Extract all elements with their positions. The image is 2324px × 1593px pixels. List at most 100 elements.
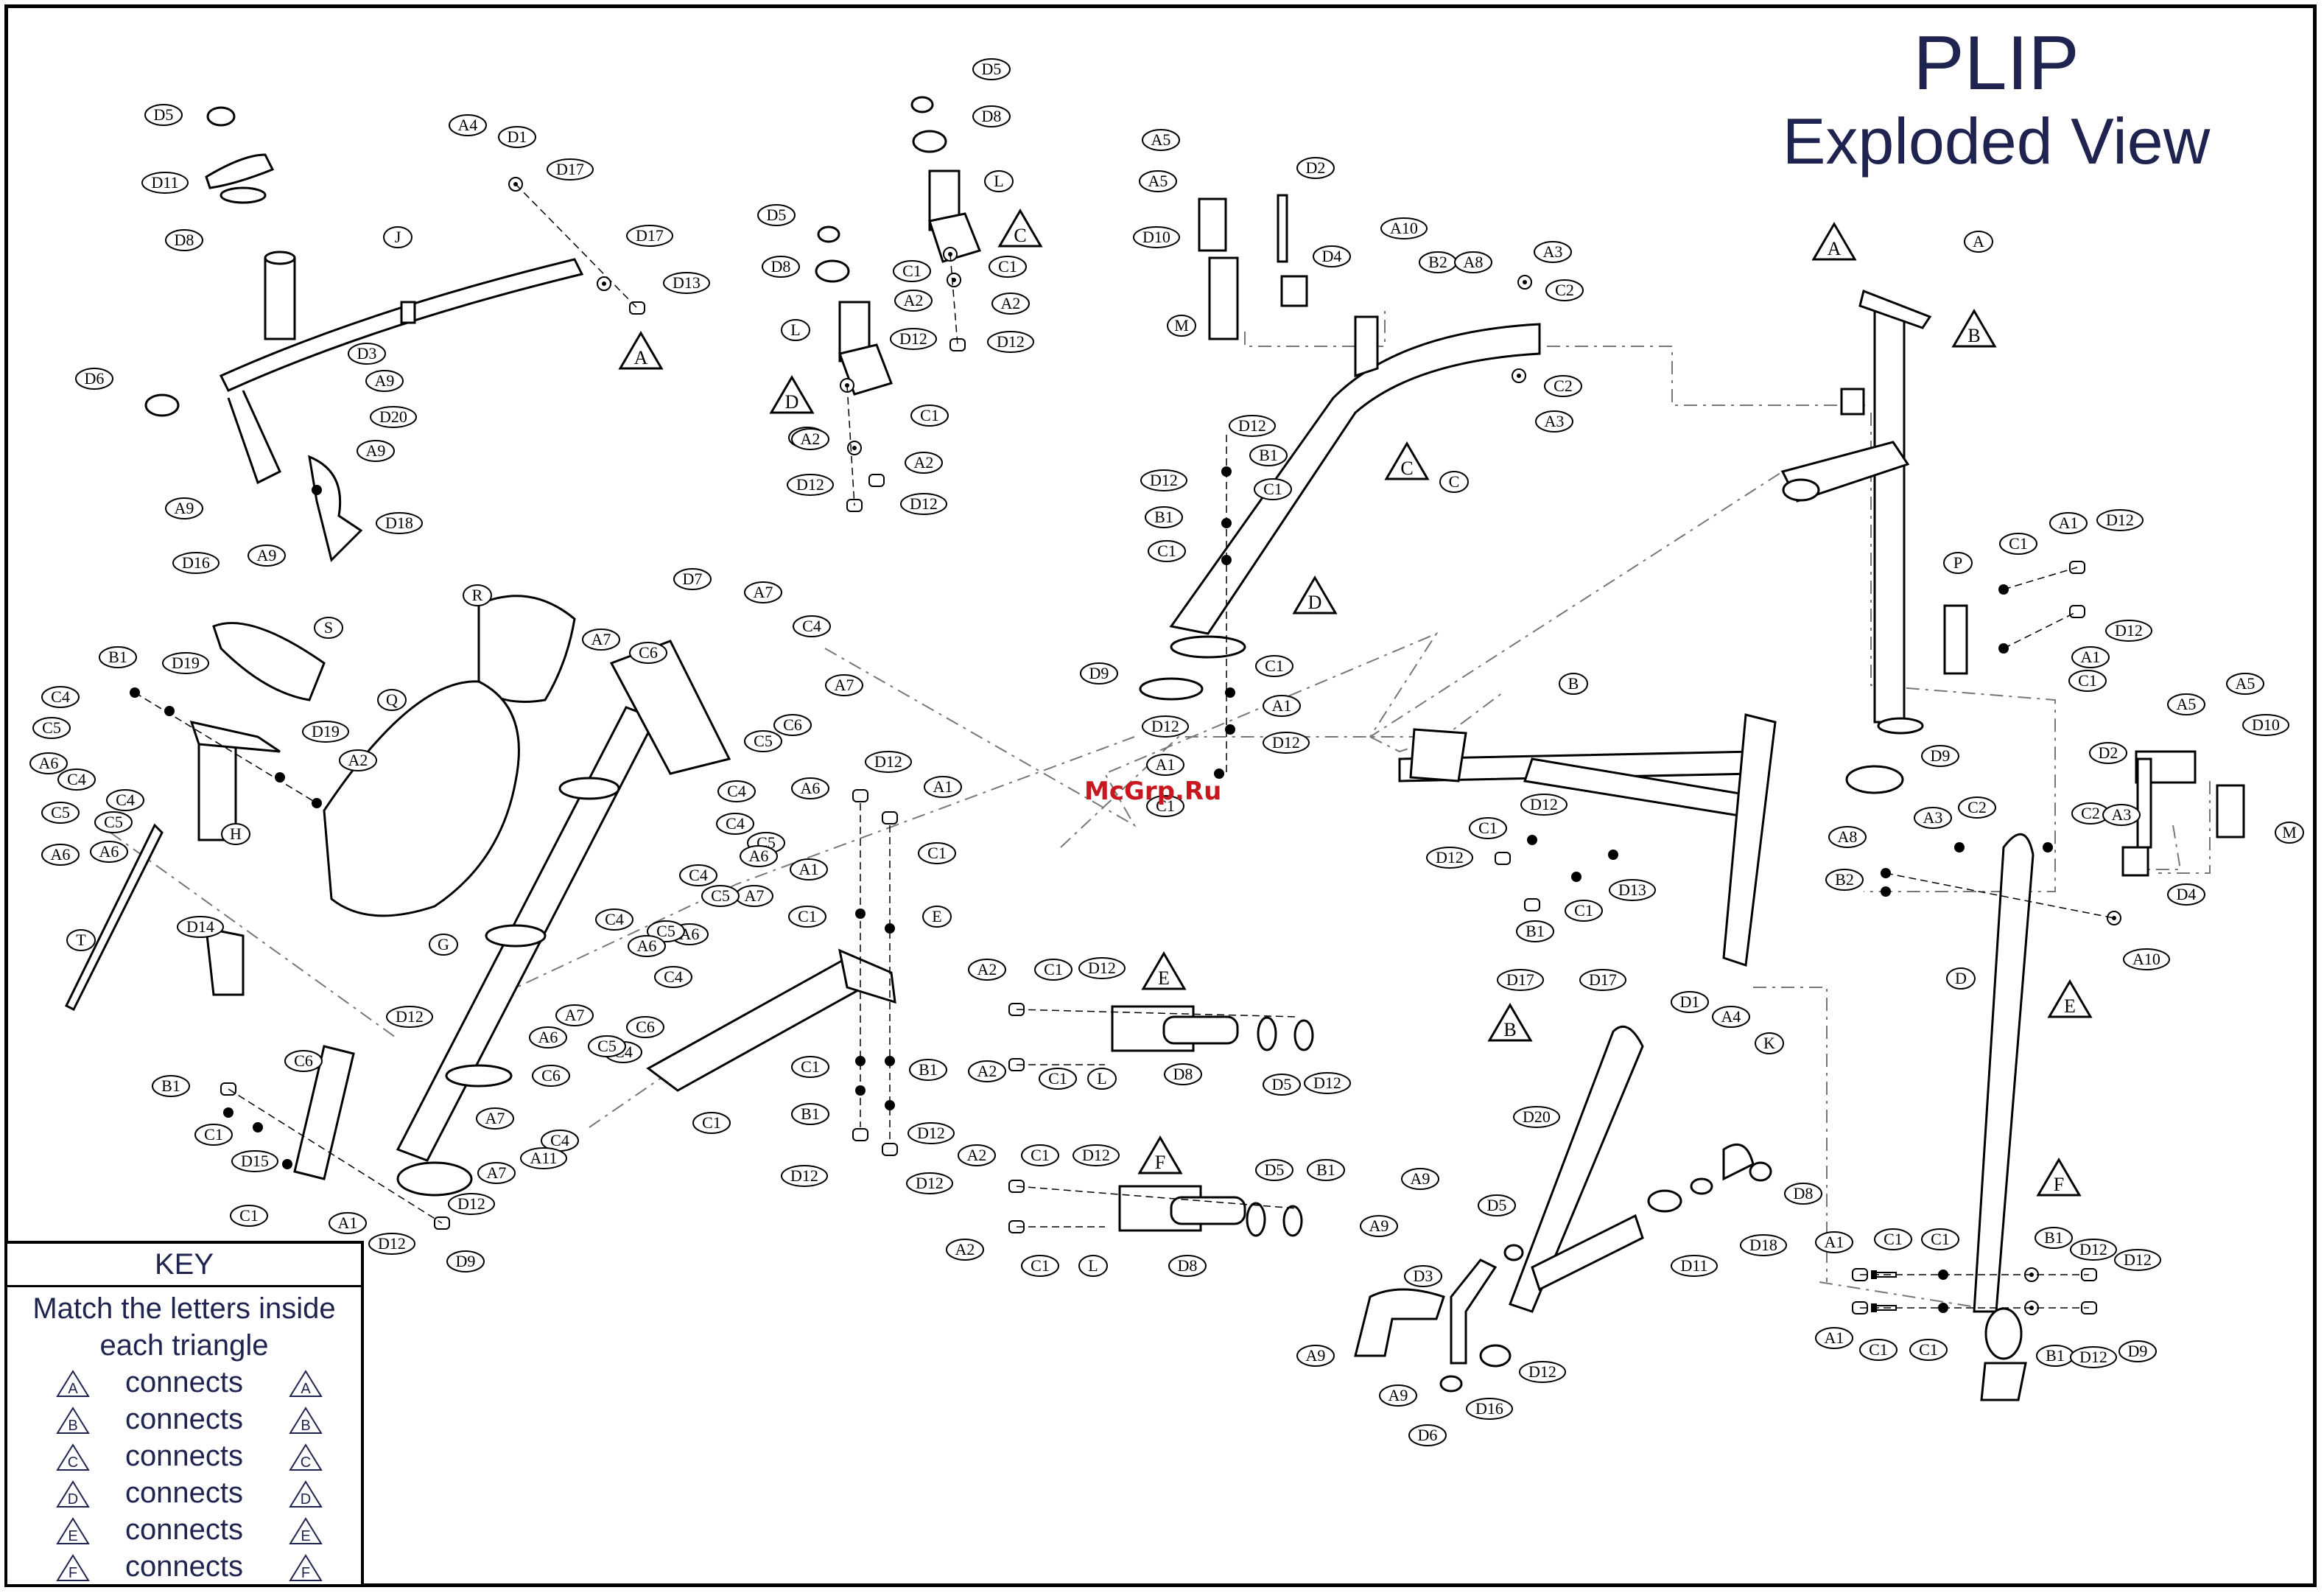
svg-text:B2: B2 — [1835, 870, 1854, 889]
callout-d5: D5 — [972, 58, 1011, 80]
svg-text:C2: C2 — [1555, 281, 1574, 299]
svg-text:L: L — [1097, 1069, 1106, 1088]
svg-text:P: P — [1953, 553, 1962, 572]
svg-text:L: L — [1088, 1256, 1098, 1275]
svg-text:D17: D17 — [556, 160, 584, 178]
callout-d17: D17 — [1579, 969, 1626, 991]
svg-text:D3: D3 — [357, 344, 377, 363]
callout-c1: C1 — [1999, 533, 2037, 555]
callout-c5: C5 — [744, 730, 782, 752]
svg-text:C1: C1 — [702, 1113, 721, 1132]
svg-text:A1: A1 — [1825, 1233, 1844, 1251]
callout-d18: D18 — [1740, 1234, 1787, 1256]
svg-text:C4: C4 — [727, 782, 746, 800]
svg-text:D12: D12 — [997, 332, 1025, 351]
svg-text:D12: D12 — [396, 1007, 424, 1026]
svg-text:B1: B1 — [161, 1076, 180, 1095]
callout-c6: C6 — [773, 714, 812, 736]
svg-text:D5: D5 — [982, 60, 1002, 78]
svg-text:C4: C4 — [664, 967, 683, 986]
callout-a6: A6 — [41, 844, 80, 866]
svg-text:D16: D16 — [1475, 1399, 1503, 1418]
svg-text:D12: D12 — [2079, 1240, 2107, 1258]
callout-l: L — [781, 319, 810, 341]
callout-d12: D12 — [987, 331, 1034, 353]
callout-d12: D12 — [1304, 1072, 1351, 1094]
svg-text:D11: D11 — [151, 173, 178, 192]
callout-b1: B1 — [99, 646, 137, 668]
callout-k: K — [1755, 1032, 1784, 1054]
callout-d12: D12 — [781, 1165, 828, 1187]
key-triangle-icon: D — [56, 1480, 90, 1508]
callout-d8: D8 — [165, 229, 203, 251]
svg-text:C1: C1 — [920, 406, 939, 424]
callout-d13: D13 — [663, 272, 710, 294]
svg-text:E: E — [1158, 967, 1170, 989]
svg-text:A: A — [1828, 238, 1842, 259]
callout-a3: A3 — [1534, 241, 1572, 263]
callout-a1: A1 — [2071, 646, 2110, 668]
svg-text:C1: C1 — [1044, 960, 1063, 978]
svg-text:A5: A5 — [1151, 130, 1171, 149]
callout-b1: B1 — [1249, 444, 1288, 466]
svg-text:A3: A3 — [1543, 242, 1563, 261]
callout-l: L — [1078, 1255, 1108, 1277]
callout-d18: D18 — [376, 512, 423, 534]
svg-text:C2: C2 — [1967, 798, 1987, 816]
part-J-handle-bar — [144, 106, 584, 562]
callout-d10: D10 — [2242, 714, 2289, 736]
key-triangle-icon: A — [56, 1370, 90, 1397]
callout-d5: D5 — [1263, 1074, 1301, 1096]
callout-a6: A6 — [529, 1026, 567, 1048]
callout-a11: A11 — [520, 1147, 567, 1169]
svg-text:D12: D12 — [910, 494, 938, 513]
svg-text:D8: D8 — [982, 107, 1002, 125]
title-line-2: Exploded View — [1782, 105, 2211, 178]
callout-a9: A9 — [357, 440, 395, 462]
svg-text:Q: Q — [386, 690, 398, 709]
callout-c1: C1 — [1874, 1228, 1912, 1250]
svg-text:C1: C1 — [1931, 1230, 1950, 1248]
callout-a10: A10 — [1380, 217, 1428, 239]
svg-text:D12: D12 — [874, 752, 902, 771]
callout-c1: C1 — [2068, 670, 2107, 692]
callout-a1: A1 — [1815, 1327, 1853, 1349]
svg-text:D12: D12 — [2124, 1250, 2152, 1269]
callout-b1: B1 — [1307, 1159, 1345, 1181]
svg-text:C6: C6 — [294, 1051, 313, 1070]
callout-d7: D7 — [673, 568, 712, 590]
callout-c1: C1 — [989, 256, 1027, 278]
callout-a1: A1 — [2049, 512, 2088, 534]
connector-triangle-f: F — [2036, 1158, 2082, 1197]
svg-text:B: B — [301, 1418, 310, 1434]
key-connects-text: connects — [124, 1513, 244, 1546]
svg-text:A7: A7 — [745, 886, 765, 905]
key-connects-text: connects — [124, 1550, 244, 1583]
svg-text:A7: A7 — [591, 630, 611, 648]
svg-text:D8: D8 — [1173, 1065, 1193, 1083]
callout-g: G — [429, 934, 458, 956]
callout-d17: D17 — [626, 225, 673, 247]
callout-c4: C4 — [717, 780, 756, 802]
callout-d8: D8 — [1164, 1063, 1202, 1085]
callout-c1: C1 — [893, 260, 931, 282]
svg-text:C6: C6 — [636, 1018, 655, 1036]
callout-c1: C1 — [918, 842, 956, 864]
svg-text:C1: C1 — [1919, 1340, 1938, 1359]
callout-a7: A7 — [476, 1107, 514, 1130]
svg-text:D6: D6 — [85, 369, 105, 388]
svg-text:C1: C1 — [1265, 657, 1284, 675]
callout-c1: C1 — [788, 906, 826, 928]
svg-text:D8: D8 — [175, 231, 194, 249]
svg-text:B1: B1 — [2044, 1228, 2063, 1247]
key-triangle-icon: B — [56, 1407, 90, 1434]
callout-a6: A6 — [740, 845, 778, 867]
callout-d3: D3 — [348, 343, 386, 365]
svg-text:E: E — [932, 907, 941, 925]
svg-text:D12: D12 — [1313, 1074, 1341, 1092]
svg-text:C1: C1 — [1031, 1146, 1050, 1164]
svg-text:C: C — [1400, 458, 1413, 479]
